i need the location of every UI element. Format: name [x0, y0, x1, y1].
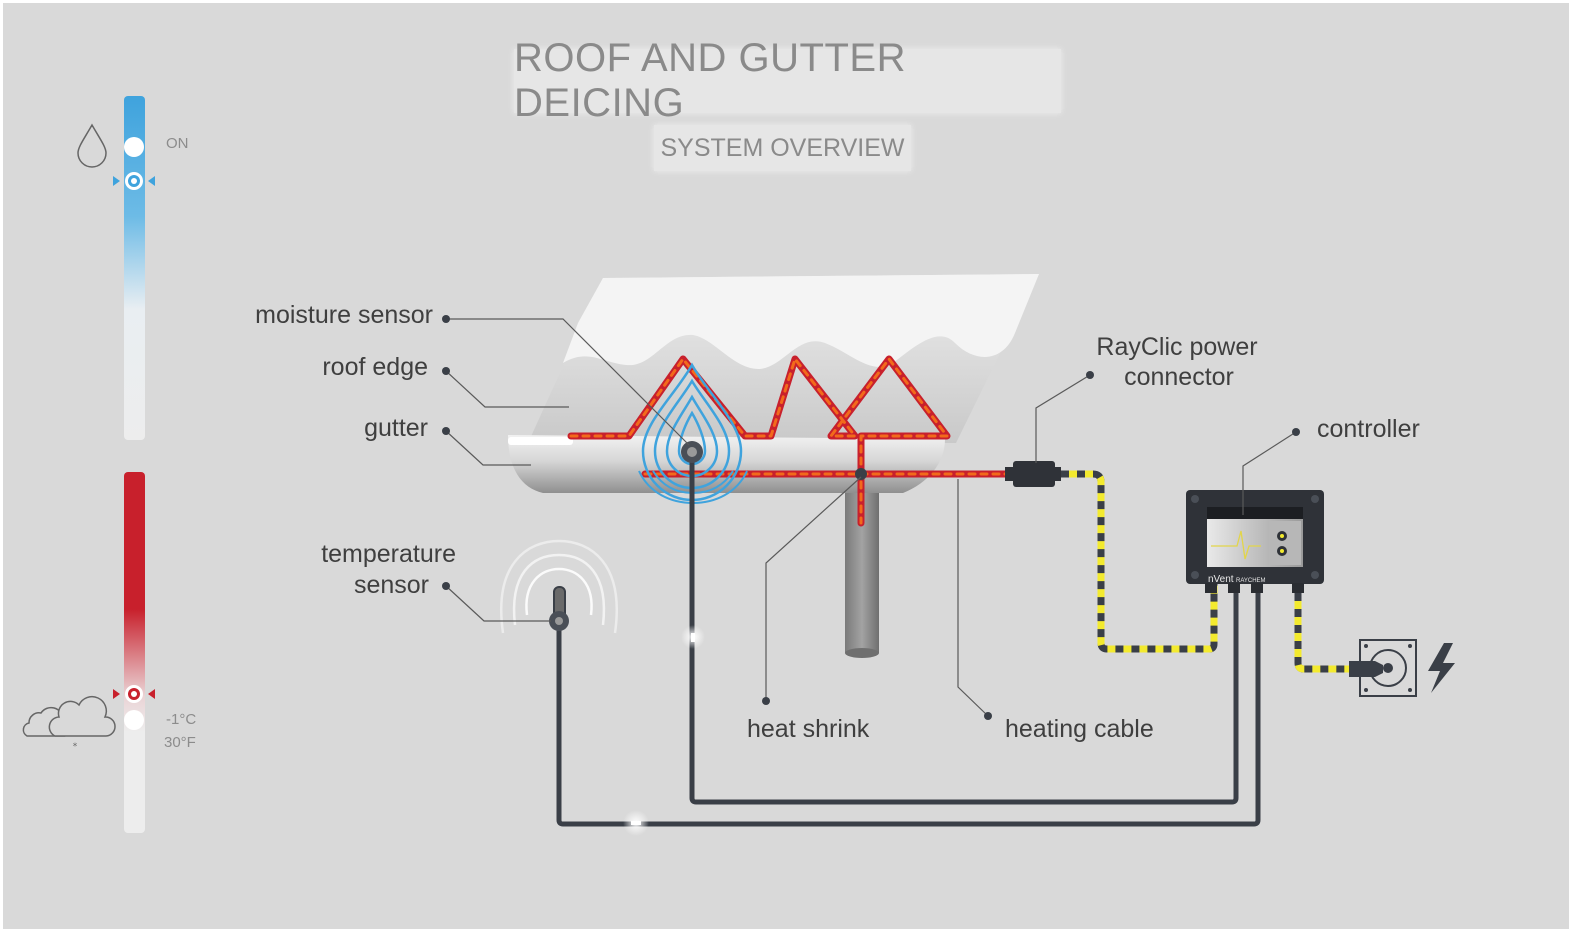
- controller-brand-right: RAYCHEM: [1236, 578, 1266, 584]
- temperature-sensor: [500, 539, 618, 634]
- svg-text:*: *: [73, 742, 78, 752]
- system-diagram: *: [22, 96, 1455, 836]
- subtitle-box: SYSTEM OVERVIEW: [654, 125, 911, 171]
- power-cable: [1053, 470, 1353, 673]
- moisture-sensor: [681, 441, 703, 463]
- label-rayclic-line1: RayClic power: [1096, 333, 1258, 361]
- leader-lines: [445, 318, 1297, 717]
- temperature-knob[interactable]: [124, 710, 144, 730]
- water-drop-icon: [77, 123, 107, 168]
- power-outlet: [1349, 639, 1417, 697]
- title-box: ROOF AND GUTTER DEICING: [514, 36, 1061, 125]
- label-controller: controller: [1317, 415, 1420, 443]
- rayclic-power-connector: [1005, 461, 1061, 487]
- snow-layer: [563, 274, 1039, 369]
- label-moisture-sensor: moisture sensor: [255, 301, 433, 329]
- diagram-canvas: ROOF AND GUTTER DEICING SYSTEM OVERVIEW: [3, 3, 1569, 929]
- page-title: ROOF AND GUTTER DEICING: [514, 36, 906, 125]
- page-subtitle: SYSTEM OVERVIEW: [660, 133, 905, 162]
- controller-brand-left: nVent: [1208, 574, 1234, 585]
- heat-shrink: [855, 468, 867, 480]
- sensor-wires: [556, 453, 1261, 827]
- lightning-bolt-icon: [1428, 643, 1455, 693]
- roof-edge: [528, 274, 1039, 443]
- label-gutter: gutter: [364, 414, 428, 442]
- temperature-gauge-bar: [124, 472, 145, 833]
- moisture-level-marker: [113, 172, 155, 190]
- temperature-level-marker: [113, 685, 155, 703]
- label-temperature-sensor-line2: sensor: [353, 571, 429, 599]
- label-rayclic-line2: connector: [1124, 363, 1234, 391]
- controller[interactable]: nVent RAYCHEM: [1186, 490, 1324, 593]
- temperature-gauge: *: [22, 472, 155, 833]
- temperature-celsius: -1°C: [166, 711, 197, 728]
- snow-cloud-icon: *: [22, 695, 116, 752]
- moisture-status: ON: [166, 135, 189, 152]
- temperature-fahrenheit: 30°F: [164, 734, 196, 751]
- label-heat-shrink: heat shrink: [747, 715, 870, 743]
- label-roof-edge: roof edge: [322, 353, 428, 381]
- heating-cable-roof: [567, 355, 1015, 527]
- moisture-on-knob[interactable]: [124, 137, 144, 157]
- signal-wave-icon: [1211, 530, 1261, 560]
- moisture-gauge: [77, 96, 155, 440]
- label-heating-cable: heating cable: [1005, 715, 1154, 743]
- label-temperature-sensor-line1: temperature: [321, 540, 456, 568]
- leader-dots: [442, 315, 1300, 720]
